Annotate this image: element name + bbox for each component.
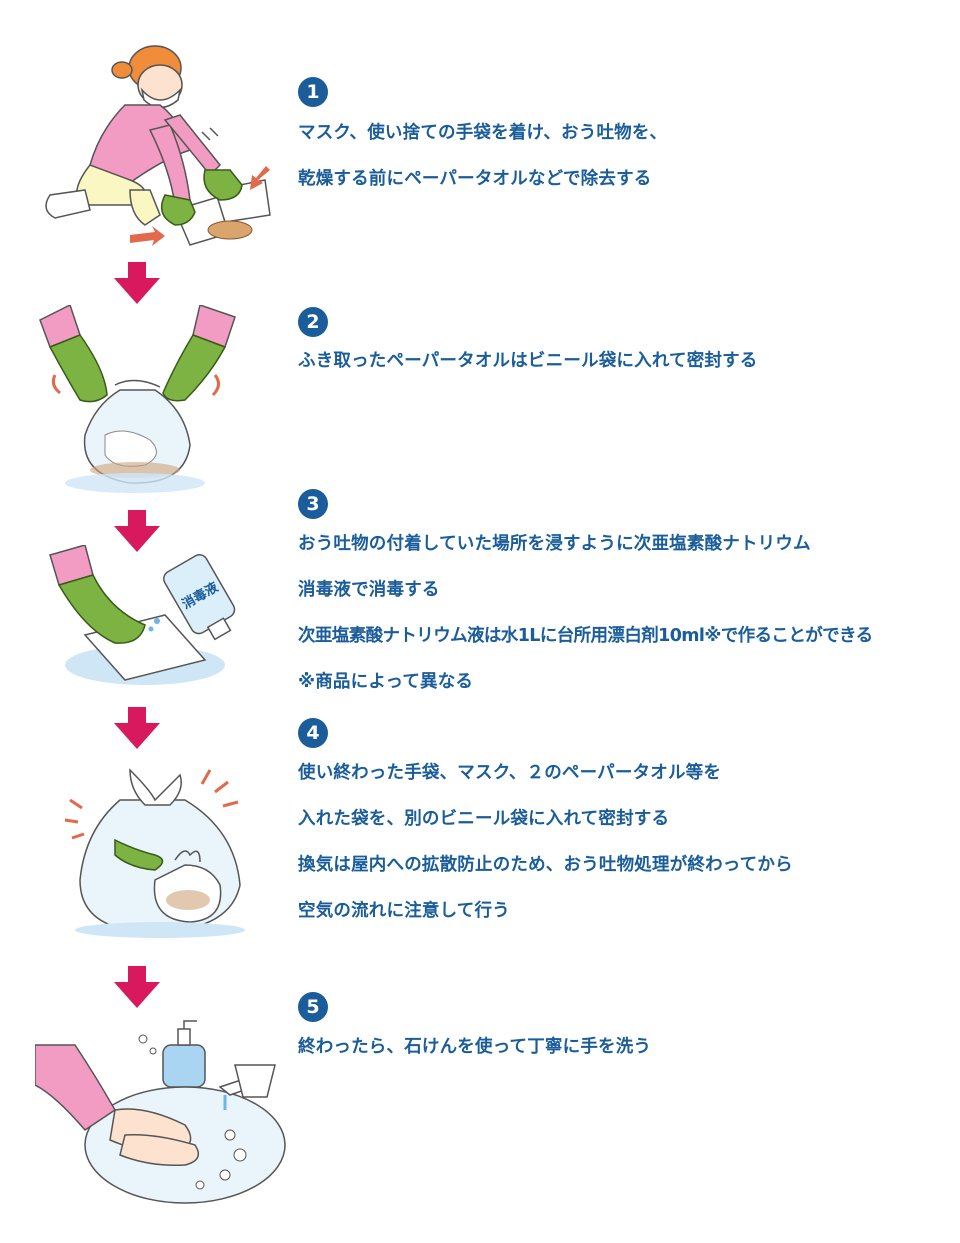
step-text-line: ふき取ったペーパータオルはビニール袋に入れて密封する bbox=[298, 351, 758, 371]
illustration-step5-handwash bbox=[35, 1015, 290, 1215]
down-arrow-icon bbox=[112, 510, 162, 556]
step-number-badge: 5 bbox=[298, 992, 328, 1022]
step-3-text: おう吐物の付着していた場所を浸すように次亜塩素酸ナトリウム 消毒液で消毒する 次… bbox=[298, 521, 873, 705]
down-arrow-icon bbox=[112, 262, 162, 308]
step-text-line: 次亜塩素酸ナトリウム液は水1Lに台所用漂白剤10ml※で作ることができる bbox=[298, 626, 873, 646]
step-text-line: 終わったら、石けんを使って丁寧に手を洗う bbox=[298, 1037, 652, 1057]
illustration-step2-bag bbox=[35, 305, 245, 495]
illustration-step1-wiping bbox=[30, 40, 280, 255]
step-text-line: 入れた袋を、別のビニール袋に入れて密封する bbox=[298, 809, 670, 829]
step-number-badge: 2 bbox=[298, 307, 328, 337]
step-number-badge: 3 bbox=[298, 489, 328, 519]
step-number-badge: 4 bbox=[298, 718, 328, 748]
step-text-line: ※商品によって異なる bbox=[298, 672, 474, 692]
step-2-text: ふき取ったペーパータオルはビニール袋に入れて密封する bbox=[298, 338, 758, 384]
step-text-line: 換気は屋内への拡散防止のため、おう吐物処理が終わってから bbox=[298, 855, 793, 875]
step-4-text: 使い終わった手袋、マスク、２のペーパータオル等を 入れた袋を、別のビニール袋に入… bbox=[298, 750, 793, 934]
step-text-line: 乾燥する前にペーパータオルなどで除去する bbox=[298, 169, 652, 189]
step-text-line: マスク、使い捨ての手袋を着け、おう吐物を、 bbox=[298, 123, 668, 143]
step-text-line: 消毒液で消毒する bbox=[298, 580, 440, 600]
illustration-step3-disinfect: 消毒液 bbox=[45, 545, 245, 690]
down-arrow-icon bbox=[112, 707, 162, 753]
down-arrow-icon bbox=[112, 966, 162, 1012]
step-text-line: 使い終わった手袋、マスク、２のペーパータオル等を bbox=[298, 763, 722, 783]
step-5-text: 終わったら、石けんを使って丁寧に手を洗う bbox=[298, 1024, 651, 1070]
illustration-step4-sealed-bag bbox=[60, 760, 260, 940]
step-number-badge: 1 bbox=[298, 77, 328, 107]
step-text-line: 空気の流れに注意して行う bbox=[298, 901, 510, 921]
step-text-line: おう吐物の付着していた場所を浸すように次亜塩素酸ナトリウム bbox=[298, 534, 811, 554]
step-1-text: マスク、使い捨ての手袋を着け、おう吐物を、 乾燥する前にペーパータオルなどで除去… bbox=[298, 110, 667, 202]
